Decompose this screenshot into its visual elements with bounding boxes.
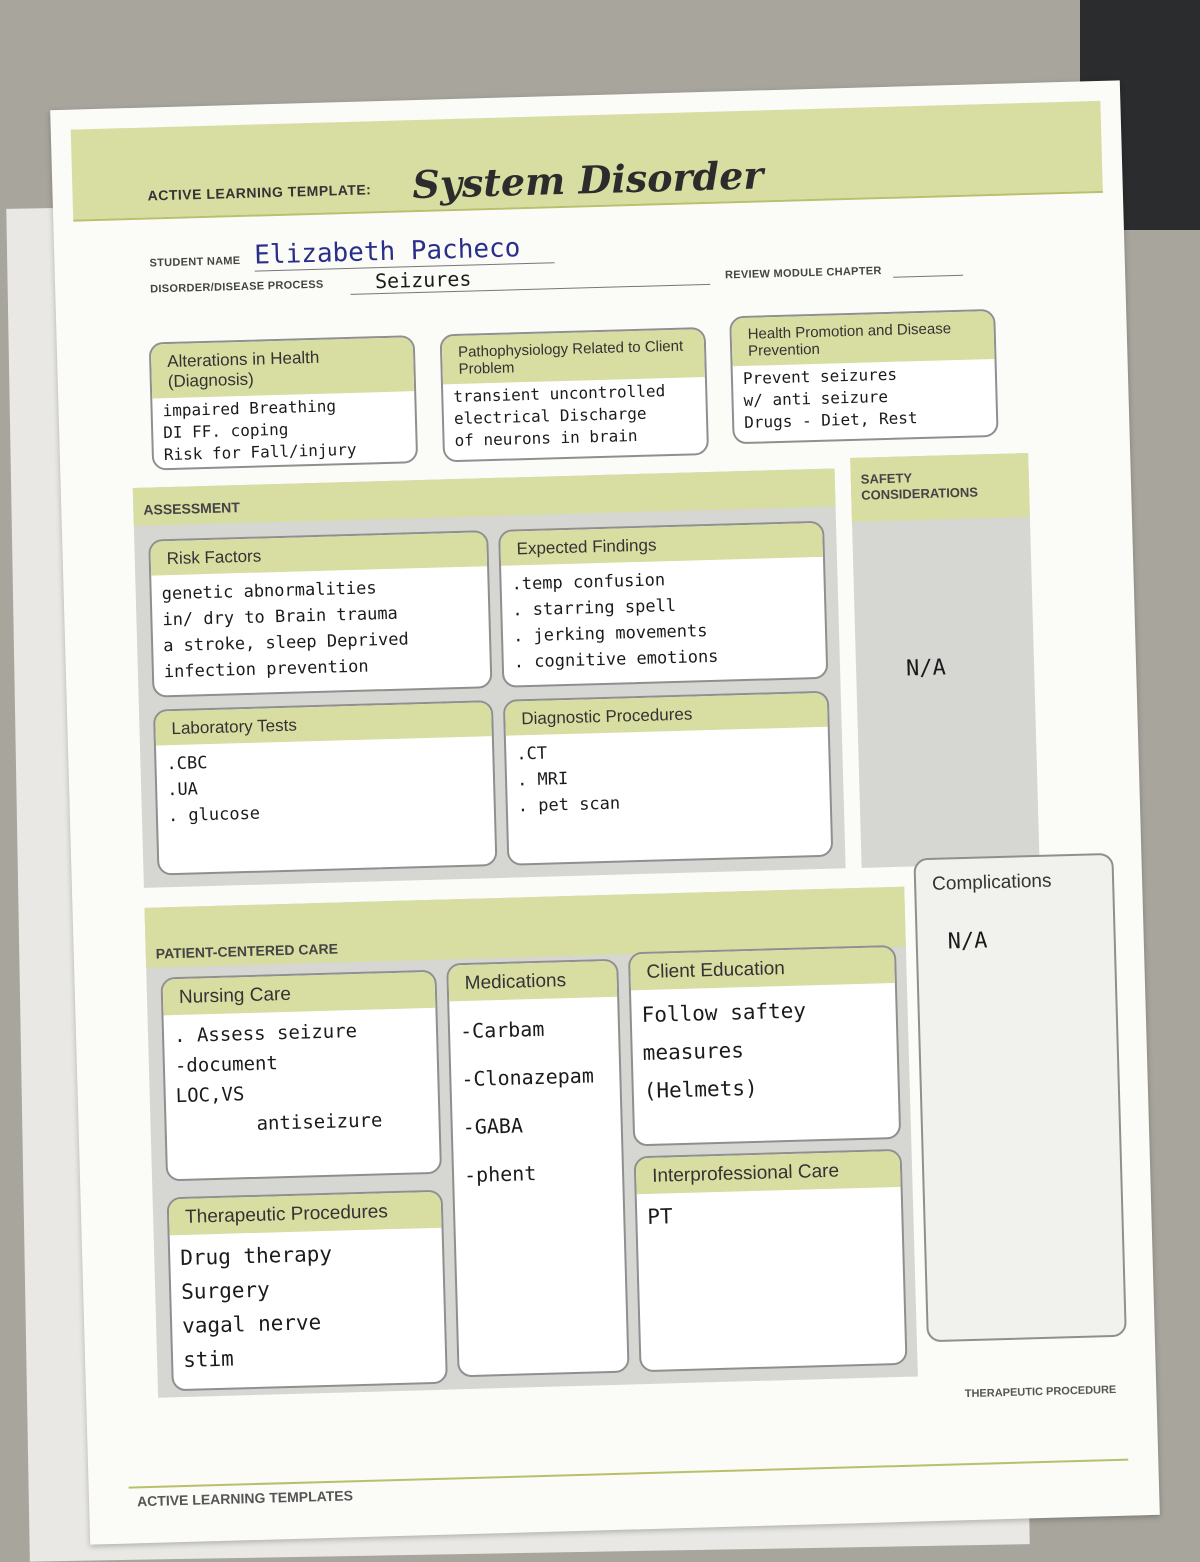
medications-box: Medications -Carbam -Clonazepam -GABA -p… — [446, 958, 630, 1378]
therapeutic-procedures-line: stim — [182, 1346, 235, 1372]
expected-findings-box: Expected Findings .temp confusion . star… — [498, 520, 829, 688]
medications-line: -Carbam — [459, 1016, 545, 1044]
pathophysiology-title: Pathophysiology Related to Client Proble… — [441, 329, 705, 385]
assessment-title: ASSESSMENT — [143, 499, 241, 518]
medications-line: -phent — [463, 1161, 537, 1188]
medications-line: -Clonazepam — [461, 1063, 595, 1092]
footer-right: THERAPEUTIC PROCEDURE — [964, 1383, 1117, 1401]
assessment-panel: ASSESSMENT Risk Factors genetic abnormal… — [132, 468, 846, 888]
medications-title: Medications — [448, 960, 618, 1002]
footer-divider — [128, 1458, 1129, 1489]
safety-title: SAFETY CONSIDERATIONS — [860, 470, 979, 503]
alterations-title: Alterations in Health (Diagnosis) — [150, 337, 415, 399]
patient-centered-care-panel: PATIENT-CENTERED CARE Nursing Care . Ass… — [144, 886, 918, 1398]
medications-line: -GABA — [462, 1113, 524, 1140]
client-education-box: Client Education Follow saftey measures … — [627, 944, 902, 1147]
laboratory-tests-box: Laboratory Tests .CBC .UA . glucose — [152, 700, 498, 876]
therapeutic-procedures-box: Therapeutic Procedures Drug therapy Surg… — [166, 1189, 448, 1392]
health-promotion-box: Health Promotion and Disease Prevention … — [729, 308, 999, 445]
interprofessional-care-box: Interprofessional Care PT — [633, 1148, 908, 1373]
complications-value: N/A — [947, 928, 988, 955]
client-education-line: (Helmets) — [643, 1075, 758, 1104]
worksheet: ACTIVE LEARNING TEMPLATE: System Disorde… — [50, 80, 1160, 1545]
diagnostic-procedures-box: Diagnostic Procedures .CT . MRI . pet sc… — [502, 690, 834, 866]
review-module-rule — [893, 274, 964, 278]
risk-factors-box: Risk Factors genetic abnormalities in/ d… — [148, 530, 493, 698]
pathophysiology-box: Pathophysiology Related to Client Proble… — [439, 327, 710, 463]
nursing-care-box: Nursing Care . Assess seizure -document … — [160, 969, 443, 1182]
complications-title: Complications — [931, 870, 1052, 895]
assessment-header — [132, 468, 836, 527]
interprofessional-care-line: PT — [646, 1204, 673, 1229]
review-module-label: REVIEW MODULE CHAPTER — [724, 265, 882, 282]
disorder-value: Seizures — [374, 266, 472, 294]
student-name-label: STUDENT NAME — [149, 254, 241, 270]
health-promotion-title: Health Promotion and Disease Prevention — [731, 310, 995, 367]
footer-left: ACTIVE LEARNING TEMPLATES — [136, 1487, 354, 1510]
safety-value: N/A — [905, 655, 947, 682]
complications-box: Complications N/A — [913, 852, 1127, 1343]
safety-panel: SAFETY CONSIDERATIONS N/A — [850, 453, 1040, 868]
disorder-label: DISORDER/DISEASE PROCESS — [150, 278, 324, 296]
alterations-in-health-box: Alterations in Health (Diagnosis) impair… — [148, 335, 419, 471]
